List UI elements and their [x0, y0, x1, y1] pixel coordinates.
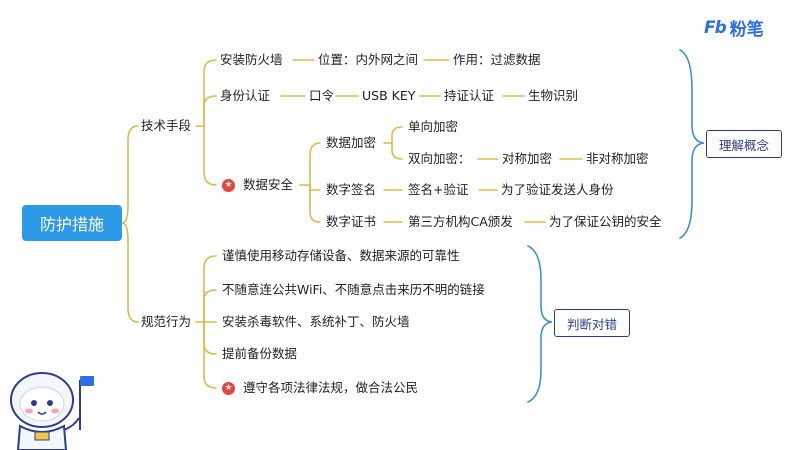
- node-auth-certificate: 持证认证: [444, 88, 495, 103]
- node-auth-usbkey: USB KEY: [362, 88, 416, 103]
- node-firewall-position: 位置：内外网之间: [318, 52, 419, 67]
- node-certificate: 数字证书: [326, 214, 377, 229]
- tag-understand: 理解概念: [706, 130, 783, 158]
- star-icon: ★: [222, 179, 235, 192]
- branch-tech: 技术手段: [141, 118, 192, 133]
- node-certificate-purpose: 为了保证公钥的安全: [549, 214, 662, 229]
- node-encrypt-symmetric: 对称加密: [502, 151, 553, 166]
- node-signature-verify: 签名+验证: [408, 182, 469, 197]
- tag-judge: 判断对错: [554, 309, 631, 337]
- node-firewall: 安装防火墙: [220, 52, 283, 67]
- node-auth: 身份认证: [220, 88, 271, 103]
- node-auth-biometric: 生物识别: [528, 88, 579, 103]
- norm-item-4: 提前备份数据: [222, 346, 298, 361]
- brand-logo: Fb 粉笔: [704, 15, 764, 41]
- norm-item-3: 安装杀毒软件、系统补丁、防火墙: [222, 314, 410, 329]
- root-node: 防护措施: [22, 205, 122, 241]
- brand-mark: Fb: [704, 17, 727, 38]
- norm-item-1: 谨慎使用移动存储设备、数据来源的可靠性: [222, 248, 460, 263]
- node-auth-password: 口令: [309, 88, 335, 103]
- branch-norm: 规范行为: [141, 314, 192, 329]
- astronaut-mascot-icon: [10, 372, 94, 450]
- node-certificate-ca: 第三方机构CA颁发: [408, 214, 513, 229]
- node-data-security: 数据安全: [243, 177, 294, 192]
- node-encrypt-oneway: 单向加密: [408, 119, 459, 134]
- norm-item-2: 不随意连公共WiFi、不随意点击来历不明的链接: [222, 282, 485, 297]
- star-icon: ★: [222, 382, 235, 395]
- node-signature: 数字签名: [326, 182, 377, 197]
- norm-item-5: 遵守各项法律法规，做合法公民: [243, 380, 419, 395]
- node-encrypt: 数据加密: [326, 135, 377, 150]
- node-signature-purpose: 为了验证发送人身份: [501, 182, 614, 197]
- node-encrypt-asymmetric: 非对称加密: [586, 151, 649, 166]
- brand-name: 粉笔: [729, 20, 764, 40]
- node-encrypt-twoway: 双向加密：: [408, 151, 471, 166]
- node-firewall-role: 作用：过滤数据: [453, 52, 541, 67]
- brackets: [527, 49, 705, 403]
